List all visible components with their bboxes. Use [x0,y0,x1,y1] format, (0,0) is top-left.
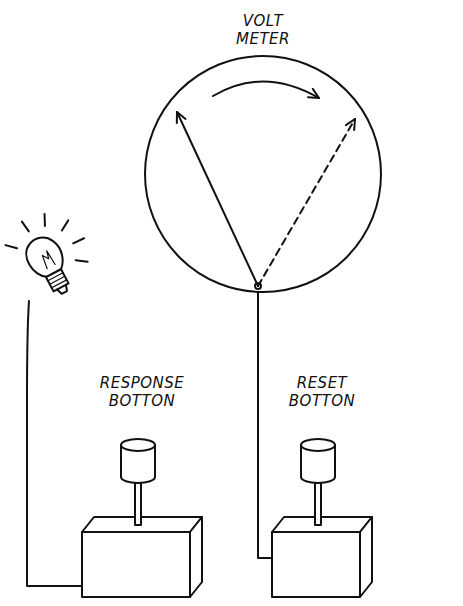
needle-dashed [258,119,355,286]
box-front [272,532,360,597]
button-label: RESET BOTTON [289,370,355,410]
box-front [82,532,190,597]
plunger-top [121,439,155,451]
push-button: RESPONSE BOTTON [78,370,206,602]
meter-title: VOLT METER [236,8,290,48]
push-button: RESET BOTTON [268,370,376,602]
light-ray [62,220,68,230]
plunger-stem [315,481,321,525]
light-ray [73,238,84,243]
node-outline [143,8,383,294]
wire [258,292,272,558]
light-ray [5,245,17,248]
light-ray [44,214,46,226]
light-rays [5,214,87,262]
needle [177,112,258,286]
arrow-head [346,119,355,130]
arrow-head [177,112,186,123]
light-ray [76,260,88,262]
plunger-stem [135,481,141,525]
light-bulb [20,231,79,301]
box-side [360,517,372,597]
volt-meter: VOLT METER [143,8,383,294]
sweep-arrow [213,81,319,98]
button-label: RESPONSE BOTTON [100,370,185,410]
light-ray [22,222,29,232]
box-side [190,517,202,597]
lamp-wire [27,301,82,586]
meter-dial [145,56,381,292]
plunger-top [301,439,335,451]
arrow-head [308,89,319,98]
